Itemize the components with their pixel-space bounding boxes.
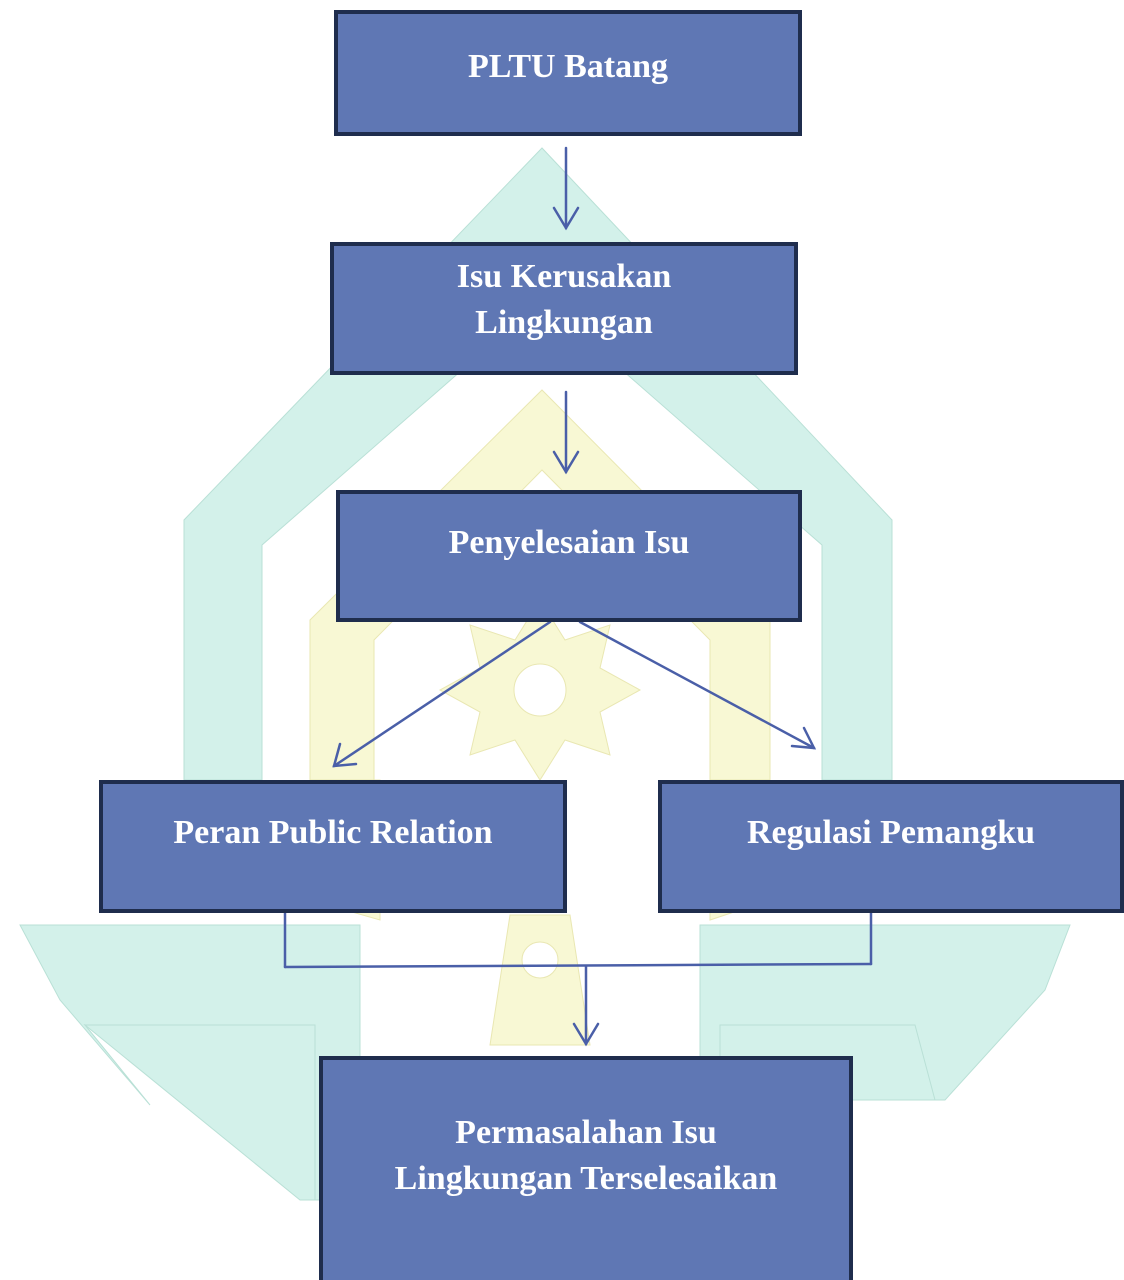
edge-penyelesaian-peran: [332, 620, 552, 768]
node-penyelesaian-isu-label: Penyelesaian Isu: [448, 524, 690, 561]
node-peran-public-relation-label: Peran Public Relation: [173, 814, 493, 851]
arrowhead-peran: [332, 742, 358, 768]
edge-merge-horizontal: [283, 962, 873, 969]
arrowhead-isu: [552, 206, 580, 231]
arrowhead-regulasi: [790, 726, 817, 750]
edge-penyelesaian-regulasi: [578, 620, 816, 750]
node-peran-public-relation: Peran Public Relation: [99, 780, 567, 913]
node-pltu-batang: PLTU Batang: [334, 10, 802, 136]
node-regulasi-pemangku-label: Regulasi Pemangku: [746, 814, 1036, 851]
node-pltu-batang-label: PLTU Batang: [468, 48, 668, 85]
node-isu-kerusakan-lingkungan: Isu Kerusakan Lingkungan: [330, 242, 798, 375]
arrowhead-permasalahan: [572, 1022, 600, 1047]
node-permasalahan-terselesaikan: Permasalahan Isu Lingkungan Terselesaika…: [319, 1056, 853, 1280]
node-regulasi-pemangku: Regulasi Pemangku: [658, 780, 1124, 913]
node-penyelesaian-isu: Penyelesaian Isu: [336, 490, 802, 622]
arrowhead-penyelesaian: [552, 450, 580, 475]
node-permasalahan-terselesaikan-label: Permasalahan Isu Lingkungan Terselesaika…: [394, 1114, 778, 1197]
node-isu-kerusakan-lingkungan-label: Isu Kerusakan Lingkungan: [456, 258, 672, 341]
